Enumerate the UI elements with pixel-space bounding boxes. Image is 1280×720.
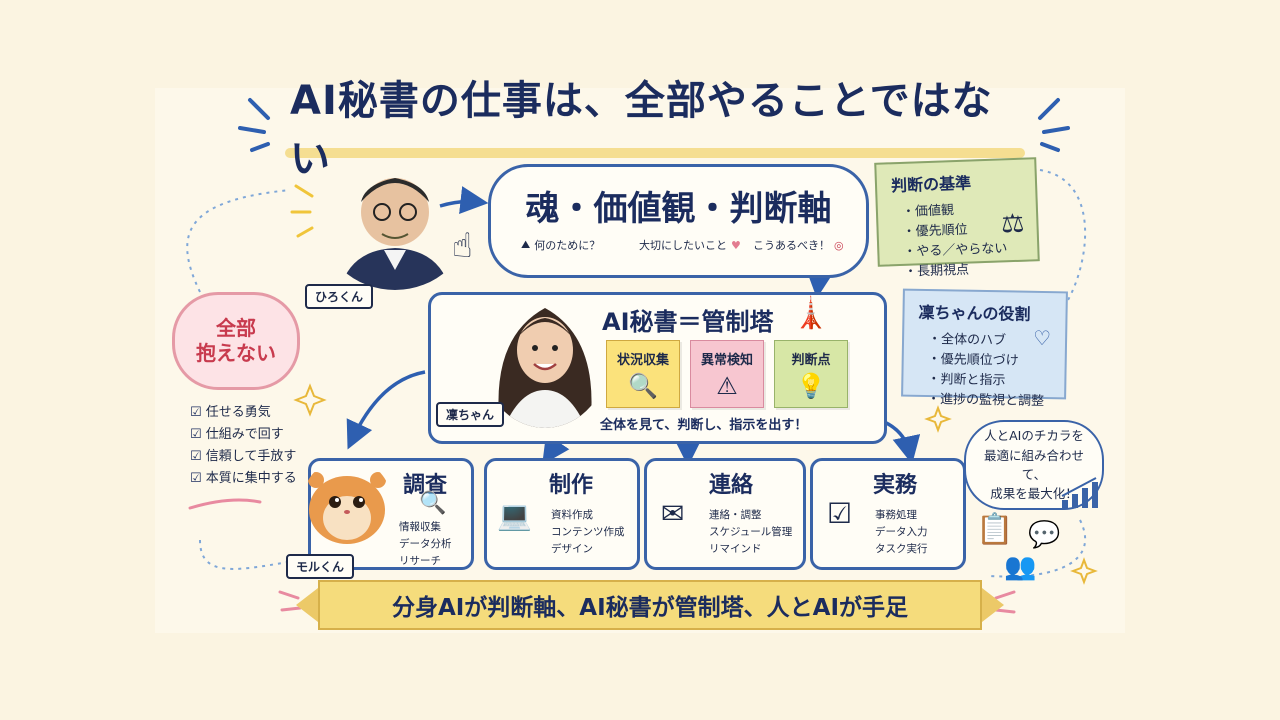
zenbu-line-1: 全部 (216, 316, 256, 340)
checklist-item: 仕組みで回す (190, 424, 297, 446)
sticky-decision-label: 判断点 (791, 353, 831, 368)
sticky-status-label: 状況収集 (616, 353, 669, 368)
task-item: データ入力 (875, 525, 928, 538)
rin-portrait (480, 278, 610, 428)
task-item: データ分析 (399, 537, 452, 550)
summary-banner: 分身AIが判断軸、AI秘書が管制塔、人とAIが手足 (296, 580, 1004, 630)
dont-hold-everything-cloud: 全部 抱えない (172, 292, 300, 390)
soul-values-cloud: 魂・価値観・判断軸 ⛰ 何のために？ 大切にしたいこと ♥ こうあるべき！ ◎ (488, 164, 869, 278)
sticky-anomaly-label: 異常検知 (700, 353, 753, 368)
soul-title: 魂・価値観・判断軸 (525, 189, 832, 229)
task-item: リサーチ (399, 554, 441, 567)
task-item: 情報収集 (399, 521, 441, 533)
role-heading: 凜ちゃんの役割 (918, 302, 1031, 324)
laptop-icon: 💻 (497, 499, 532, 532)
people-icon: 👥 (1004, 552, 1037, 582)
role-item: 判断と指示 (927, 370, 1050, 392)
arrow-hiro-to-soul (439, 186, 489, 214)
soul-item-should-label: こうあるべき！ (753, 239, 830, 252)
clipboard-icon: 📋 (976, 512, 1014, 547)
criteria-item: 長期視点 (904, 259, 1025, 283)
criteria-note: 判断の基準 価値観 優先順位 やる／やらない 長期視点 ⚖ (874, 157, 1040, 280)
soul-item-important: 大切にしたいこと ♥ (639, 237, 741, 253)
moru-hamster (302, 458, 392, 548)
task-box-operations: 実務 ☑ 事務処理 データ入力 タスク実行 (810, 458, 966, 570)
task-item: デザイン (551, 542, 593, 555)
title-burst-left (238, 98, 270, 152)
scales-icon: ⚖ (1000, 208, 1025, 240)
title-underline (285, 148, 1025, 158)
task-title: 連絡 (709, 473, 754, 498)
dotted-curve-left (186, 189, 291, 293)
checklist-item: 任せる勇気 (190, 402, 297, 424)
soul-item-purpose: ⛰ 何のために？ (521, 237, 600, 253)
task-list: 連絡・調整 スケジュール管理 リマインド (709, 507, 792, 557)
chat-icon: 💬 (1028, 520, 1061, 550)
task-item: タスク実行 (875, 542, 928, 555)
heart-icon: ♥ (731, 238, 741, 252)
task-list: 情報収集 データ分析 リサーチ (399, 519, 452, 569)
title-burst-right (1038, 98, 1070, 152)
criteria-heading: 判断の基準 (890, 173, 972, 196)
role-list: 全体のハブ 優先順位づけ 判断と指示 進捗の監視と調整 (917, 330, 1051, 413)
soul-item-should: こうあるべき！ ◎ (753, 237, 844, 253)
warning-icon: ⚠ (716, 372, 738, 400)
control-caption: 全体を見て、判断し、指示を出す！ (600, 418, 808, 433)
dotted-curve-right (1039, 169, 1087, 301)
page-title: AI秘書の仕事は、全部やることではない (290, 78, 993, 182)
mindset-checklist: 任せる勇気 仕組みで回す 信頼して手放す 本質に集中する (190, 402, 297, 490)
target-icon: ◎ (834, 238, 844, 252)
bar-chart-icon (1061, 477, 1098, 508)
magnifier-icon: 🔍 (628, 372, 658, 400)
checklist-item: 本質に集中する (190, 468, 297, 490)
arrow-control-to-chousa (346, 370, 426, 450)
task-item: スケジュール管理 (709, 525, 793, 538)
hiro-label: ひろくん (305, 284, 374, 309)
sparkle-stars (293, 383, 1098, 585)
zenbu-line-2: 抱えない (196, 341, 276, 365)
rin-label: 凜ちゃん (436, 402, 505, 427)
task-item: 事務処理 (875, 509, 917, 521)
task-item: リマインド (709, 542, 762, 555)
magnifier-icon: 🔍 (419, 491, 447, 516)
checkbox-icon: ☑ (827, 497, 853, 530)
hiro-portrait (320, 150, 470, 290)
task-item: 連絡・調整 (709, 509, 762, 521)
sticky-decision-point: 判断点 💡 (774, 340, 848, 408)
task-title: 実務 (873, 473, 918, 498)
task-item: コンテンツ作成 (551, 525, 625, 538)
role-item: 進捗の監視と調整 (927, 390, 1050, 412)
task-box-contact: 連絡 ✉ 連絡・調整 スケジュール管理 リマインド (644, 458, 806, 570)
soul-item-important-label: 大切にしたいこと (639, 239, 727, 252)
mail-icon: ✉ (661, 497, 685, 530)
sticky-anomaly-detection: 異常検知 ⚠ (690, 340, 764, 408)
task-title: 制作 (549, 473, 594, 498)
role-note: 凜ちゃんの役割 全体のハブ 優先順位づけ 判断と指示 進捗の監視と調整 ♡ (901, 288, 1068, 409)
bubble-line: 最適に組み合わせて、 (983, 447, 1084, 482)
control-tower-icon: 🗼 (792, 296, 830, 331)
task-list: 事務処理 データ入力 タスク実行 (875, 507, 928, 557)
task-item: 資料作成 (551, 509, 593, 521)
checklist-item: 信頼して手放す (190, 446, 297, 468)
bubble-line: 人とAIのチカラを (984, 428, 1084, 444)
moru-label: モルくん (286, 554, 355, 579)
bubble-line: 成果を最大化！ (990, 486, 1078, 502)
task-box-production: 制作 💻 資料作成 コンテンツ作成 デザイン (484, 458, 640, 570)
heart-outline-icon: ♡ (1032, 325, 1052, 351)
control-title: AI秘書＝管制塔 (602, 308, 774, 336)
mountain-flag-icon: ⛰ (521, 238, 531, 251)
synergy-bubble: 人とAIのチカラを 最適に組み合わせて、 成果を最大化！ (964, 420, 1104, 510)
lightbulb-icon: 💡 (796, 372, 826, 400)
soul-item-purpose-label: 何のために？ (534, 239, 601, 252)
sticky-status-collection: 状況収集 🔍 (606, 340, 680, 408)
pointing-hand-icon: ☝ (452, 226, 473, 266)
spark-hiro (290, 184, 314, 238)
task-title: 調査 (403, 473, 448, 498)
task-list: 資料作成 コンテンツ作成 デザイン (551, 507, 625, 557)
